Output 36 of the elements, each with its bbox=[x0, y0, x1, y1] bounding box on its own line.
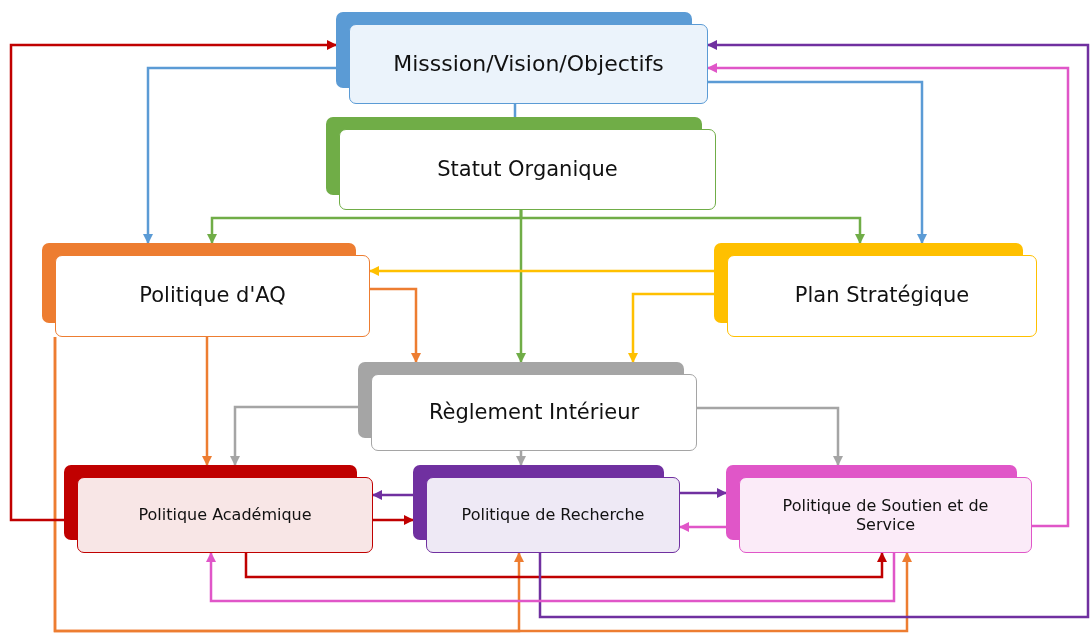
arrow bbox=[679, 522, 726, 532]
arrow bbox=[9, 40, 337, 522]
process-box bbox=[64, 465, 373, 553]
arrow bbox=[370, 287, 421, 363]
box-label: Misssion/Vision/Objectifs bbox=[392, 50, 665, 78]
process-box bbox=[714, 243, 1037, 337]
arrow bbox=[53, 337, 912, 633]
process-box bbox=[326, 117, 716, 210]
arrow bbox=[230, 405, 358, 466]
box-label: Statut Organique bbox=[436, 156, 619, 183]
arrow bbox=[143, 66, 336, 244]
arrow bbox=[516, 210, 526, 363]
box-label: Politique de Soutien et de Service bbox=[781, 495, 990, 535]
process-box bbox=[413, 465, 680, 553]
arrow bbox=[244, 552, 887, 579]
arrow bbox=[628, 292, 714, 363]
arrow bbox=[708, 80, 927, 244]
arrow bbox=[680, 488, 727, 498]
arrow bbox=[697, 406, 843, 466]
process-box bbox=[42, 243, 370, 337]
arrow bbox=[206, 552, 896, 603]
process-box bbox=[358, 362, 697, 451]
box-label: Politique de Recherche bbox=[460, 505, 646, 525]
box-label: Plan Stratégique bbox=[793, 283, 971, 309]
process-box bbox=[336, 12, 708, 104]
box-label: Politique d'AQ bbox=[138, 283, 287, 309]
arrow bbox=[369, 266, 714, 276]
box-label: Politique Académique bbox=[137, 505, 313, 525]
arrow bbox=[372, 490, 413, 500]
arrow bbox=[516, 451, 526, 466]
arrow bbox=[373, 515, 414, 525]
arrow bbox=[538, 40, 1090, 619]
arrow bbox=[707, 63, 1070, 528]
arrow bbox=[202, 337, 212, 466]
box-label: Règlement Intérieur bbox=[427, 399, 641, 426]
process-box bbox=[726, 465, 1032, 553]
